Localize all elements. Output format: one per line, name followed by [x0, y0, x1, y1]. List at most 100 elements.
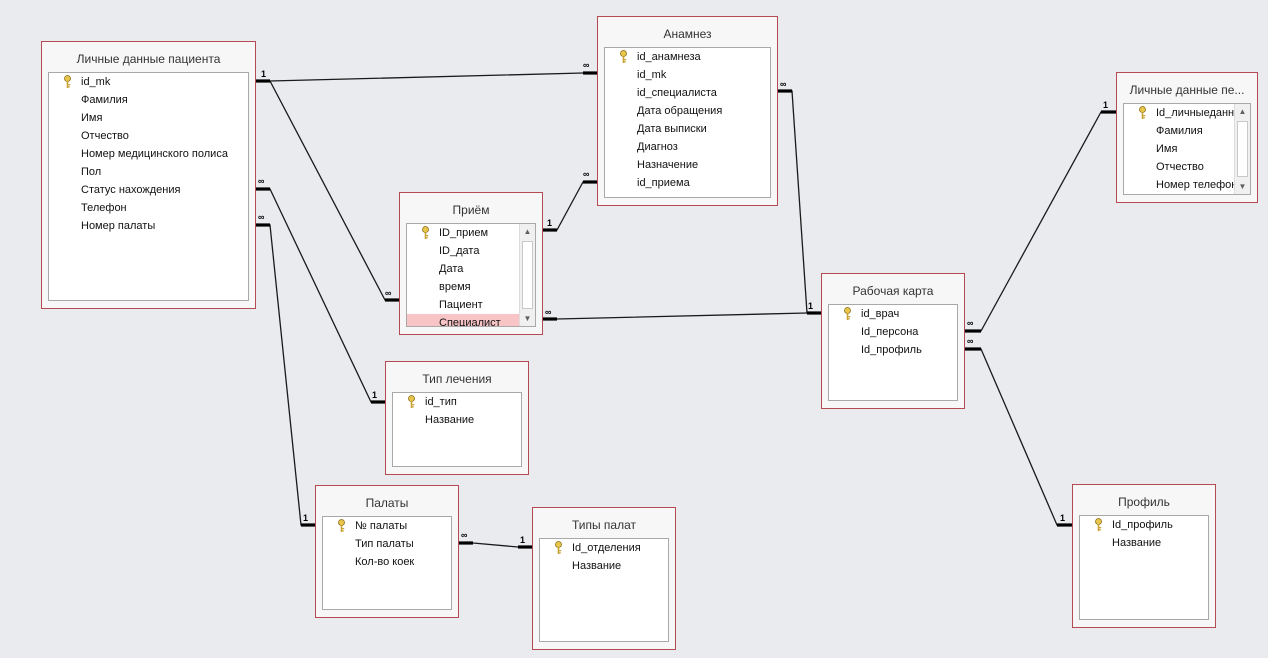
- table-palaty[interactable]: Палаты № палаты Тип палаты Кол-во коек: [315, 485, 459, 618]
- field-row[interactable]: id_врач: [829, 305, 957, 323]
- field-list[interactable]: id_mk Фамилия Имя Отчество Номер медицин…: [48, 72, 249, 301]
- table-title[interactable]: Приём: [452, 203, 490, 217]
- rel-label-one: 1: [372, 390, 378, 400]
- scroll-down-arrow-icon[interactable]: ▼: [1238, 182, 1247, 191]
- rel-label-many: ∞: [967, 318, 974, 328]
- field-row[interactable]: Id_отделения: [540, 539, 668, 557]
- field-list[interactable]: Id_отделения Название: [539, 538, 669, 642]
- field-name: Id_профиль: [1112, 519, 1173, 531]
- field-name: Пол: [81, 166, 102, 178]
- table-title[interactable]: Рабочая карта: [852, 284, 934, 298]
- field-name: id_анамнеза: [637, 51, 701, 63]
- field-row[interactable]: Отчество: [1124, 158, 1250, 176]
- field-row[interactable]: Тип палаты: [323, 535, 451, 553]
- rel-label-one: 1: [520, 535, 526, 545]
- key-icon: [620, 50, 627, 63]
- table-anamnez[interactable]: Анамнез id_анамнеза id_mk id_специалиста…: [597, 16, 778, 206]
- table-patient[interactable]: Личные данные пациента id_mk Фамилия Имя…: [41, 41, 256, 309]
- table-tipy-palat[interactable]: Типы палат Id_отделения Название: [532, 507, 676, 650]
- field-row[interactable]: Номер телефона: [1124, 176, 1250, 194]
- field-row[interactable]: ID_дата: [407, 242, 535, 260]
- rel-rabochaya-anamnez: [778, 90, 821, 314]
- field-row[interactable]: Фамилия: [1124, 122, 1250, 140]
- scroll-up-arrow-icon[interactable]: ▲: [1238, 107, 1247, 116]
- field-name: id_приема: [637, 177, 690, 189]
- field-name: id_тип: [425, 396, 457, 408]
- field-row[interactable]: id_тип: [393, 393, 521, 411]
- table-tip-lecheniya[interactable]: Тип лечения id_тип Название: [385, 361, 529, 475]
- field-row[interactable]: Id_личныеданные: [1124, 104, 1250, 122]
- field-row[interactable]: Имя: [49, 109, 248, 127]
- field-list[interactable]: № палаты Тип палаты Кол-во коек: [322, 516, 452, 610]
- field-row[interactable]: id_приема: [605, 174, 770, 192]
- rel-patient-tiplech: [256, 188, 385, 403]
- key-icon: [408, 395, 415, 408]
- field-name: Отчество: [1156, 161, 1204, 173]
- field-name: Кол-во коек: [355, 556, 415, 568]
- field-row[interactable]: Отчество: [49, 127, 248, 145]
- field-row[interactable]: Дата: [407, 260, 535, 278]
- scrollbar-thumb[interactable]: [522, 241, 533, 309]
- field-name: Номер телефона: [1156, 179, 1244, 191]
- field-row[interactable]: Пациент: [407, 296, 535, 314]
- vertical-scrollbar[interactable]: ▲ ▼: [519, 224, 535, 326]
- field-row[interactable]: Диагноз: [605, 138, 770, 156]
- field-row[interactable]: время: [407, 278, 535, 296]
- table-lichnye-dannye[interactable]: Личные данные пе... Id_личныеданные Фами…: [1116, 72, 1258, 203]
- field-row[interactable]: Номер палаты: [49, 217, 248, 235]
- field-row[interactable]: Номер медицинского полиса: [49, 145, 248, 163]
- field-list[interactable]: id_анамнеза id_mk id_специалиста Дата об…: [604, 47, 771, 198]
- field-list[interactable]: id_тип Название: [392, 392, 522, 467]
- field-row[interactable]: ID_прием: [407, 224, 535, 242]
- field-row[interactable]: Пол: [49, 163, 248, 181]
- table-title[interactable]: Личные данные пе...: [1129, 83, 1245, 97]
- rel-label-many: ∞: [583, 60, 590, 70]
- rel-label-many: ∞: [780, 79, 787, 89]
- field-list[interactable]: id_врач Id_персона Id_профиль: [828, 304, 958, 401]
- field-name: Фамилия: [81, 94, 128, 106]
- field-row[interactable]: Название: [393, 411, 521, 429]
- field-row[interactable]: Название: [540, 557, 668, 575]
- field-row[interactable]: Id_профиль: [1080, 516, 1208, 534]
- vertical-scrollbar[interactable]: ▲ ▼: [1234, 104, 1250, 194]
- field-row[interactable]: Имя: [1124, 140, 1250, 158]
- scrollbar-thumb[interactable]: [1237, 121, 1248, 177]
- scroll-down-arrow-icon[interactable]: ▼: [523, 314, 532, 323]
- field-row[interactable]: Назначение: [605, 156, 770, 174]
- rel-lichnye-rabochaya: [965, 111, 1116, 332]
- field-row[interactable]: Дата выписки: [605, 120, 770, 138]
- field-row[interactable]: id_mk: [49, 73, 248, 91]
- table-profil[interactable]: Профиль Id_профиль Название: [1072, 484, 1216, 628]
- table-priem[interactable]: Приём ID_прием ID_дата Дата время Пациен…: [399, 192, 543, 335]
- table-title[interactable]: Типы палат: [571, 518, 637, 532]
- field-list[interactable]: Id_профиль Название: [1079, 515, 1209, 620]
- field-row[interactable]: Дата обращения: [605, 102, 770, 120]
- rel-label-many: ∞: [258, 212, 265, 222]
- field-row[interactable]: Телефон: [49, 199, 248, 217]
- field-list[interactable]: Id_личныеданные Фамилия Имя Отчество Ном…: [1123, 103, 1251, 195]
- key-icon: [844, 307, 851, 320]
- table-title[interactable]: Тип лечения: [422, 372, 492, 386]
- field-row[interactable]: Id_персона: [829, 323, 957, 341]
- field-name: Имя: [1156, 143, 1178, 155]
- field-row[interactable]: id_mk: [605, 66, 770, 84]
- table-title[interactable]: Личные данные пациента: [76, 52, 221, 66]
- field-row[interactable]: id_анамнеза: [605, 48, 770, 66]
- table-rabochaya-karta[interactable]: Рабочая карта id_врач Id_персона Id_проф…: [821, 273, 965, 409]
- field-row[interactable]: Название: [1080, 534, 1208, 552]
- field-row[interactable]: id_специалиста: [605, 84, 770, 102]
- scroll-up-arrow-icon[interactable]: ▲: [523, 227, 532, 236]
- field-row[interactable]: Фамилия: [49, 91, 248, 109]
- field-list[interactable]: ID_прием ID_дата Дата время Пациент Спец…: [406, 223, 536, 327]
- field-row-selected[interactable]: Специалист: [407, 314, 535, 326]
- table-title[interactable]: Профиль: [1118, 495, 1170, 509]
- field-row[interactable]: Статус нахождения: [49, 181, 248, 199]
- field-row[interactable]: Кол-во коек: [323, 553, 451, 571]
- field-row[interactable]: Id_профиль: [829, 341, 957, 359]
- table-title[interactable]: Палаты: [365, 496, 409, 510]
- field-name: Статус нахождения: [81, 184, 181, 196]
- table-title[interactable]: Анамнез: [663, 27, 712, 41]
- field-row[interactable]: № палаты: [323, 517, 451, 535]
- key-icon: [422, 226, 429, 239]
